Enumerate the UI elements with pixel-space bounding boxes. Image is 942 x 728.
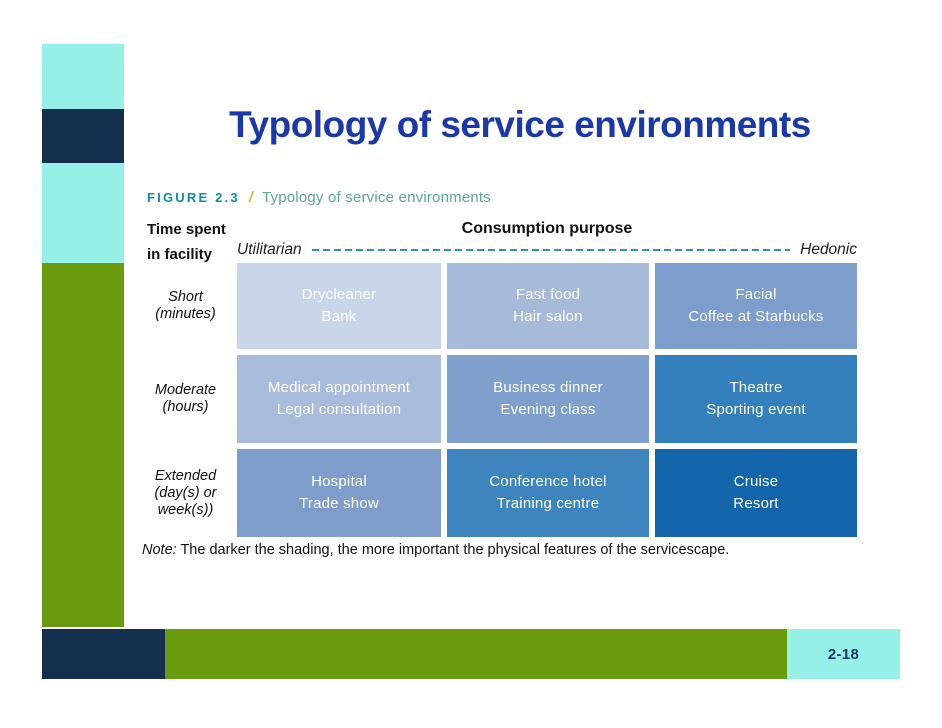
cell-line: Cruise [733,473,779,490]
note-text: The darker the shading, the more importa… [180,542,730,558]
axis-dashed-line [311,249,791,251]
matrix-cell-moderate-hedonic: Theatre Sporting event [655,355,857,443]
row-axis-title-line2: in facility [147,246,213,263]
cell-line: Hair salon [513,308,583,325]
matrix-cell-moderate-utilitarian: Medical appointment Legal consultation [237,355,441,443]
matrix-cell-short-utilitarian: Drycleaner Bank [237,263,441,349]
left-strip-navy-block [42,109,124,163]
row-label-short: Short (minutes) [140,263,231,349]
cell-line: Evening class [500,401,596,418]
matrix-cell-extended-hedonic: Cruise Resort [655,449,857,537]
row-label-line: week(s)) [157,501,214,518]
cell-line: Drycleaner [301,286,377,303]
cell-line: Bank [321,308,357,325]
figure-caption-separator: / [248,189,253,206]
typology-matrix: Short (minutes) Drycleaner Bank Fast foo… [140,263,857,537]
page-title: Typology of service environments [229,104,811,145]
utilitarian-hedonic-axis: Utilitarian Hedonic [237,240,857,260]
row-axis-title-line1: Time spent [147,221,226,238]
figure-caption-text: Typology of service environments [261,189,491,206]
figure-caption: FIGURE 2.3 / Typology of service environ… [147,189,491,206]
row-label-moderate: Moderate (hours) [140,355,231,443]
matrix-cell-short-hedonic: Facial Coffee at Starbucks [655,263,857,349]
left-strip-green-block [42,263,124,627]
cell-line: Business dinner [493,379,603,396]
cell-line: Resort [733,495,779,512]
cell-line: Theatre [729,379,783,396]
axis-label-hedonic: Hedonic [800,241,857,258]
bottom-green-bar [165,629,787,679]
cell-line: Coffee at Starbucks [688,308,824,325]
row-axis-title: Time spent in facility [147,217,226,267]
bottom-navy-block [42,629,165,679]
matrix-cell-extended-utilitarian: Hospital Trade show [237,449,441,537]
note-label: Note: [142,542,177,558]
cell-line: Trade show [299,495,379,512]
row-label-line: Short [168,289,203,305]
row-label-line: Moderate [154,382,217,398]
row-label-line: (day(s) or [154,484,217,501]
cell-line: Conference hotel [489,473,607,490]
column-axis-title: Consumption purpose [461,220,633,237]
matrix-cell-short-middle: Fast food Hair salon [447,263,649,349]
matrix-cell-extended-middle: Conference hotel Training centre [447,449,649,537]
row-label-extended: Extended (day(s) or week(s)) [140,449,231,537]
cell-line: Sporting event [706,401,806,418]
cell-line: Legal consultation [276,401,402,418]
axis-label-utilitarian: Utilitarian [237,241,302,258]
cell-line: Training centre [496,495,600,512]
row-label-line: Extended [154,467,217,484]
cell-line: Medical appointment [267,379,411,396]
cell-line: Fast food [515,286,581,303]
figure-number-label: FIGURE 2.3 [147,190,240,205]
cell-line: Hospital [311,473,367,490]
row-label-line: (minutes) [155,306,216,322]
matrix-cell-moderate-middle: Business dinner Evening class [447,355,649,443]
cell-line: Facial [735,286,777,303]
left-strip-cyan-middle [42,163,124,263]
figure-note: Note: The darker the shading, the more i… [142,542,729,558]
page-number: 2-18 [827,645,860,663]
bottom-teal-bar: 2-18 [787,629,900,679]
row-label-line: (hours) [162,399,209,415]
left-strip-cyan-top [42,44,124,109]
